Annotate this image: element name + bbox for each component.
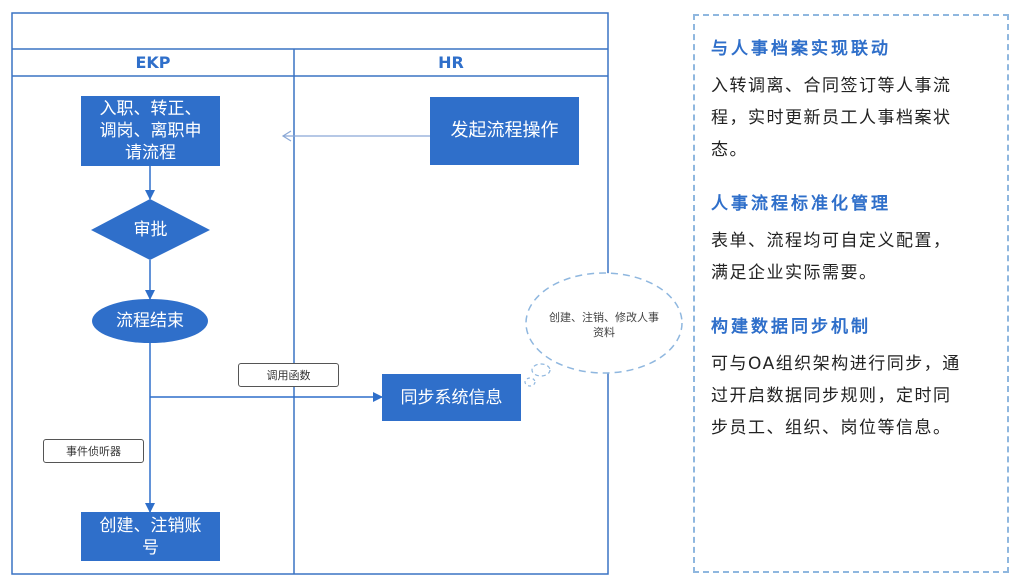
node-approve-label: 审批 bbox=[133, 219, 168, 240]
text-line: 资料 bbox=[593, 326, 615, 339]
arrow-open-head bbox=[281, 130, 292, 142]
feature-description-line: 满足企业实际需要。 bbox=[711, 263, 878, 283]
feature-description-line: 过开启数据同步规则，定时同 bbox=[711, 386, 952, 406]
text-line: 号 bbox=[142, 537, 159, 558]
node-initiate-label: 发起流程操作 bbox=[450, 120, 559, 141]
text-line: 请流程 bbox=[125, 143, 176, 163]
feature-description-line: 可与OA组织架构进行同步，通 bbox=[711, 354, 961, 374]
cloud-bubble-large bbox=[531, 363, 551, 377]
feature-description-line: 步员工、组织、岗位等信息。 bbox=[711, 418, 952, 438]
cloud-note-shape bbox=[525, 272, 683, 374]
feature-title: 构建数据同步机制 bbox=[711, 317, 871, 337]
node-create-cancel-label: 创建、注销账号 bbox=[81, 512, 220, 561]
text-line: 入职、转正、 bbox=[99, 99, 202, 119]
lane-title-ekp: EKP bbox=[135, 53, 171, 72]
feature-description-line: 入转调离、合同签订等人事流 bbox=[711, 76, 952, 96]
cloud-note-text: 创建、注销、修改人事资料 bbox=[531, 310, 677, 340]
node-process-end bbox=[92, 299, 208, 343]
swimlane-diagram bbox=[11, 12, 683, 575]
node-apply-process bbox=[81, 96, 220, 166]
node-approve bbox=[91, 199, 210, 260]
text-line: 调岗、离职申 bbox=[99, 121, 202, 141]
feature-panel: 与人事档案实现联动入转调离、合同签订等人事流程，实时更新员工人事档案状态。人事流… bbox=[693, 14, 1009, 573]
node-process-end-label: 流程结束 bbox=[116, 311, 184, 331]
lane-title-hr: HR bbox=[438, 53, 464, 72]
feature-section: 人事流程标准化管理表单、流程均可自定义配置， 满足企业实际需要。 bbox=[711, 193, 989, 289]
feature-section: 与人事档案实现联动入转调离、合同签订等人事流程，实时更新员工人事档案状态。 bbox=[711, 38, 989, 166]
label-call-function: 调用函数 bbox=[238, 363, 339, 387]
cloud-bubble-small bbox=[524, 377, 536, 387]
feature-description-line: 程，实时更新员工人事档案状 bbox=[711, 108, 952, 128]
node-sync-system-info bbox=[382, 374, 521, 421]
feature-title: 人事流程标准化管理 bbox=[711, 194, 891, 214]
feature-section: 构建数据同步机制可与OA组织架构进行同步，通过开启数据同步规则，定时同步员工、组… bbox=[711, 316, 989, 444]
node-sync-label: 同步系统信息 bbox=[400, 387, 503, 408]
node-apply-process-label: 入职、转正、调岗、离职申请流程 bbox=[81, 96, 220, 166]
feature-description-line: 表单、流程均可自定义配置， bbox=[711, 231, 952, 251]
node-create-cancel-account bbox=[81, 512, 220, 561]
feature-description-line: 态。 bbox=[711, 140, 748, 160]
label-event-listener: 事件侦听器 bbox=[43, 439, 144, 463]
node-initiate-process bbox=[430, 97, 579, 165]
text-line: 创建、注销、修改人事 bbox=[549, 311, 659, 324]
text-line: 创建、注销账 bbox=[99, 515, 202, 536]
feature-title: 与人事档案实现联动 bbox=[711, 39, 891, 59]
